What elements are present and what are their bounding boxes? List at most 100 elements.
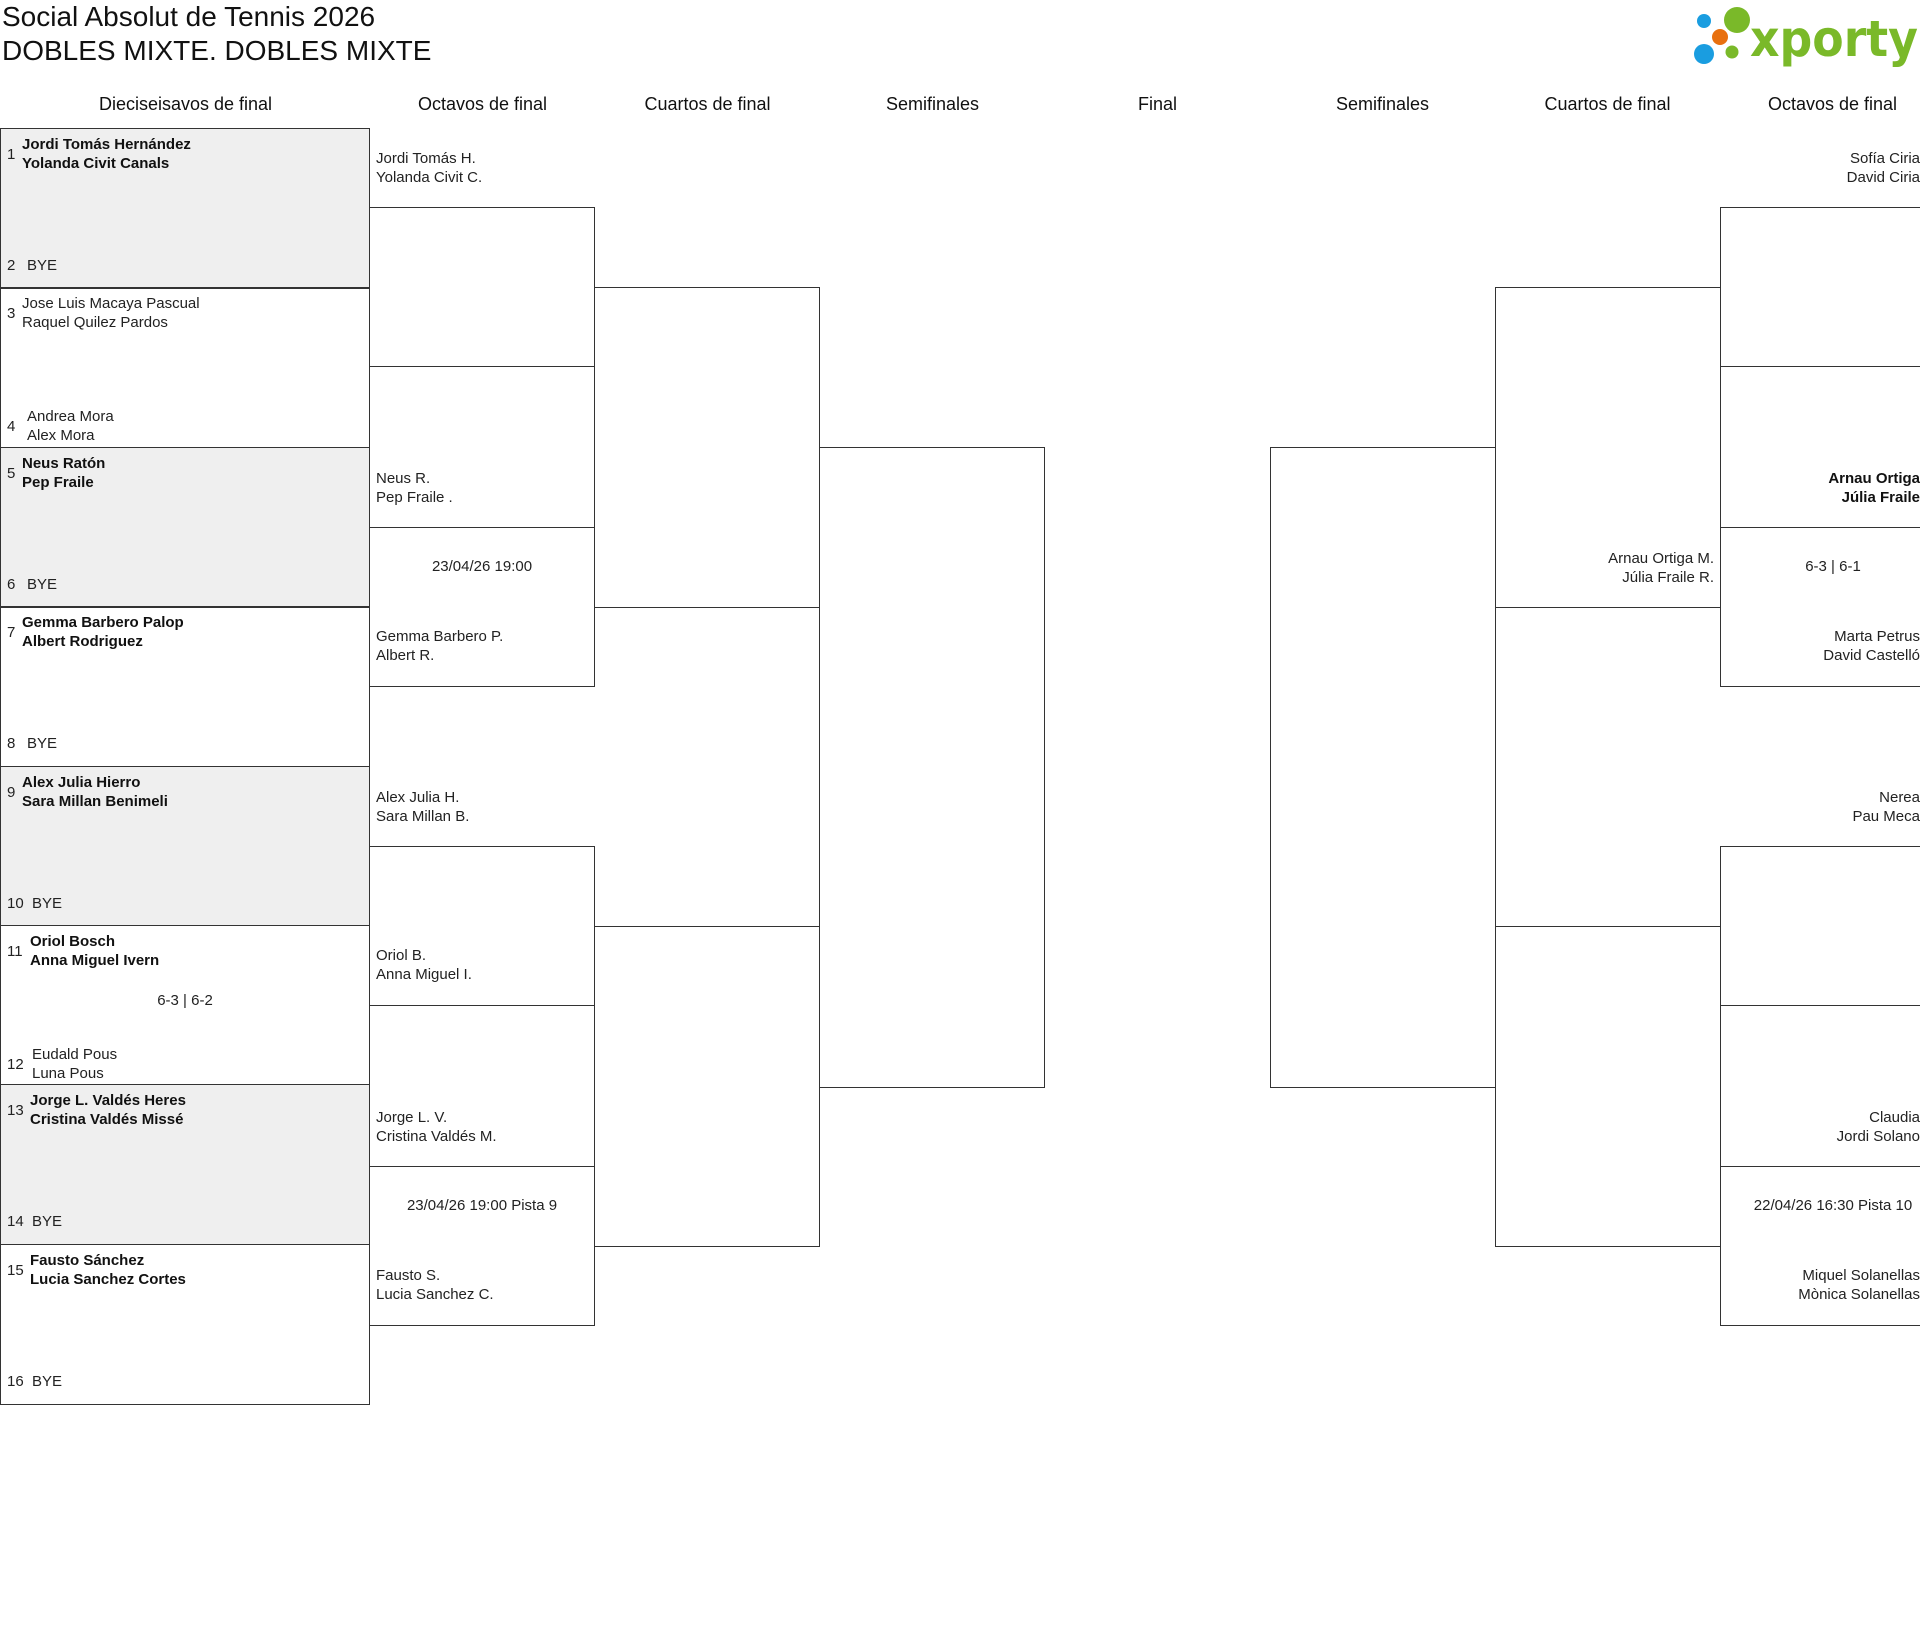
player-name: BYE xyxy=(27,257,58,274)
logo-text: xporty xyxy=(1750,10,1918,68)
seed-number: 3 xyxy=(7,305,16,323)
player-name: Arnau Ortiga xyxy=(1828,469,1920,487)
player-name: Alex Mora xyxy=(27,427,95,445)
player-name: Anna Miguel I. xyxy=(376,966,472,984)
player-name: Mònica Solanellas xyxy=(1798,1285,1920,1303)
player-name: Gemma Barbero Palop xyxy=(22,614,184,632)
seed-number: 13 xyxy=(7,1102,24,1120)
seed-number: 10 xyxy=(7,894,24,912)
player-name: Anna Miguel Ivern xyxy=(30,952,160,969)
seed-number: 2 xyxy=(7,257,16,274)
round-header: Octavos de final xyxy=(1767,94,1898,114)
player-name: Eudald Pous xyxy=(32,1046,118,1063)
player-name: Andrea Mora xyxy=(27,408,114,426)
match-box[interactable] xyxy=(1720,846,1920,1007)
player-name: Jorge L. V. xyxy=(376,1108,448,1126)
round-header: Cuartos de final xyxy=(1544,94,1671,114)
round-header: Semifinales xyxy=(1335,94,1430,114)
page-title: Social Absolut de Tennis 2026 xyxy=(2,1,376,32)
match-info: 23/04/26 19:00 Pista 9 xyxy=(406,1196,558,1214)
player-name: David Ciria xyxy=(1846,169,1920,186)
round-header: Cuartos de final xyxy=(644,94,771,114)
round-header: Dieciseisavos de final xyxy=(98,94,273,114)
player-name: Alex Julia Hierro xyxy=(22,773,141,791)
player-name: Cristina Valdés M. xyxy=(376,1127,497,1145)
player-name: Jordi Tomás Hernández xyxy=(22,136,191,153)
xporty-logo: xporty xyxy=(1690,4,1920,68)
seed-number: 15 xyxy=(7,1261,24,1279)
player-name: BYE xyxy=(32,1372,63,1390)
player-name: BYE xyxy=(27,575,58,593)
player-name: Neus Ratón xyxy=(22,454,106,472)
player-name: Sara Millan B. xyxy=(376,808,470,826)
match-box[interactable] xyxy=(1270,447,1496,1088)
player-name: Jordi Solano xyxy=(1836,1127,1920,1145)
player-name: Raquel Quilez Pardos xyxy=(22,314,168,332)
player-name: Nerea xyxy=(1879,789,1920,807)
player-name: Jordi Tomás H. xyxy=(376,150,476,167)
seed-number: 8 xyxy=(7,735,16,753)
player-name: David Castelló xyxy=(1823,646,1920,664)
match-box[interactable] xyxy=(1495,926,1721,1247)
player-name: Pau Meca xyxy=(1852,808,1920,826)
player-name: Fausto Sánchez xyxy=(30,1251,145,1269)
match-box[interactable] xyxy=(594,287,820,608)
match-box[interactable] xyxy=(594,926,820,1247)
player-name: Yolanda Civit C. xyxy=(376,169,483,186)
round-header: Octavos de final xyxy=(417,94,548,114)
player-name: Cristina Valdés Missé xyxy=(30,1111,184,1129)
round-header: Semifinales xyxy=(885,94,980,114)
player-name: Pep Fraile . xyxy=(376,488,453,506)
player-name: Yolanda Civit Canals xyxy=(22,155,170,172)
seed-number: 5 xyxy=(7,464,16,482)
player-name: Arnau Ortiga M. xyxy=(1608,550,1714,567)
player-name: Jorge L. Valdés Heres xyxy=(30,1092,186,1110)
player-name: Oriol B. xyxy=(376,947,427,965)
seed-number: 4 xyxy=(7,418,16,436)
match-score: 6-3 | 6-2 xyxy=(157,992,213,1009)
player-name: Lucia Sanchez C. xyxy=(376,1285,494,1303)
round-header: Final xyxy=(1137,94,1177,114)
player-name: Júlia Fraile xyxy=(1841,488,1920,506)
player-name: Lucia Sanchez Cortes xyxy=(30,1270,186,1288)
player-name: Miquel Solanellas xyxy=(1802,1266,1920,1284)
logo-icon: xporty xyxy=(1694,7,1918,68)
player-name: Luna Pous xyxy=(32,1065,104,1082)
player-name: BYE xyxy=(32,894,63,912)
player-name: Marta Petrus xyxy=(1834,627,1920,645)
page-subtitle: DOBLES MIXTE. DOBLES MIXTE xyxy=(2,35,432,66)
match-box[interactable] xyxy=(0,446,370,608)
player-name: Neus R. xyxy=(376,469,431,487)
player-name: Sofía Ciria xyxy=(1849,150,1920,167)
seed-number: 12 xyxy=(7,1056,24,1073)
seed-number: 11 xyxy=(7,943,23,960)
player-name: BYE xyxy=(32,1213,63,1231)
seed-number: 1 xyxy=(7,146,16,163)
match-box[interactable] xyxy=(369,207,595,367)
player-name: BYE xyxy=(27,735,58,753)
seed-number: 6 xyxy=(7,575,16,593)
match-box[interactable] xyxy=(819,447,1045,1088)
match-info: 6-3 | 6-1 xyxy=(1805,557,1861,575)
match-box[interactable] xyxy=(0,765,370,927)
player-name: Júlia Fraile R. xyxy=(1622,569,1714,586)
seed-number: 9 xyxy=(7,783,16,801)
player-name: Claudia xyxy=(1869,1108,1920,1126)
player-name: Alex Julia H. xyxy=(376,789,460,807)
seed-number: 14 xyxy=(7,1213,24,1231)
player-name: Albert Rodriguez xyxy=(22,633,143,651)
player-name: Albert R. xyxy=(376,646,435,664)
match-box[interactable] xyxy=(0,1084,370,1246)
match-info: 22/04/26 16:30 Pista 10 xyxy=(1753,1196,1913,1214)
seed-number: 7 xyxy=(7,624,16,642)
match-box[interactable] xyxy=(1720,207,1920,367)
seed-number: 16 xyxy=(7,1372,24,1390)
player-name: Gemma Barbero P. xyxy=(376,627,504,645)
match-info: 23/04/26 19:00 xyxy=(431,557,533,575)
player-name: Oriol Bosch xyxy=(30,933,116,950)
player-name: Pep Fraile xyxy=(22,473,94,491)
player-name: Jose Luis Macaya Pascual xyxy=(22,295,200,313)
match-box[interactable] xyxy=(0,128,370,289)
player-name: Fausto S. xyxy=(376,1266,441,1284)
player-name: Sara Millan Benimeli xyxy=(22,792,168,810)
